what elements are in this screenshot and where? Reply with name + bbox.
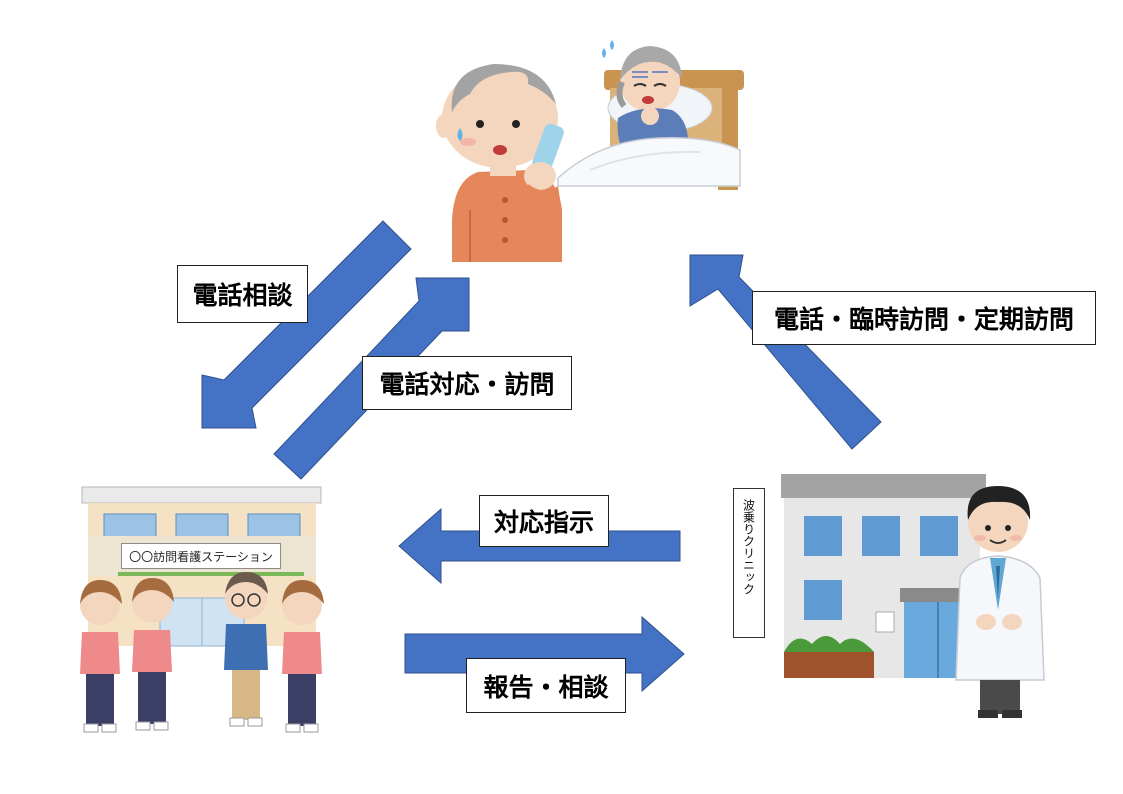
arrow-clinic-to-patient <box>689 254 882 450</box>
station-sign: 〇〇訪問看護ステーション <box>121 543 281 569</box>
clinic-illustration <box>781 474 986 678</box>
clinic-sign: 波乗りクリニック <box>733 488 765 638</box>
nursing-station-illustration <box>80 486 324 733</box>
phone-consultation-label: 電話相談 <box>177 265 308 323</box>
phone-temporary-regular-visit-label: 電話・臨時訪問・定期訪問 <box>752 291 1096 345</box>
doctor-illustration <box>955 486 1045 718</box>
nurse-figure <box>80 580 122 733</box>
report-consultation-label: 報告・相談 <box>466 658 626 713</box>
nurse-figure <box>132 578 174 731</box>
patient-in-bed-illustration <box>557 40 744 190</box>
family-on-phone-illustration <box>436 64 564 262</box>
phone-response-visit-label: 電話対応・訪問 <box>362 356 572 410</box>
arrow-to-station <box>201 220 412 429</box>
response-instruction-label: 対応指示 <box>479 495 609 547</box>
staff-member-figure <box>224 572 268 727</box>
nurse-figure <box>282 580 324 733</box>
